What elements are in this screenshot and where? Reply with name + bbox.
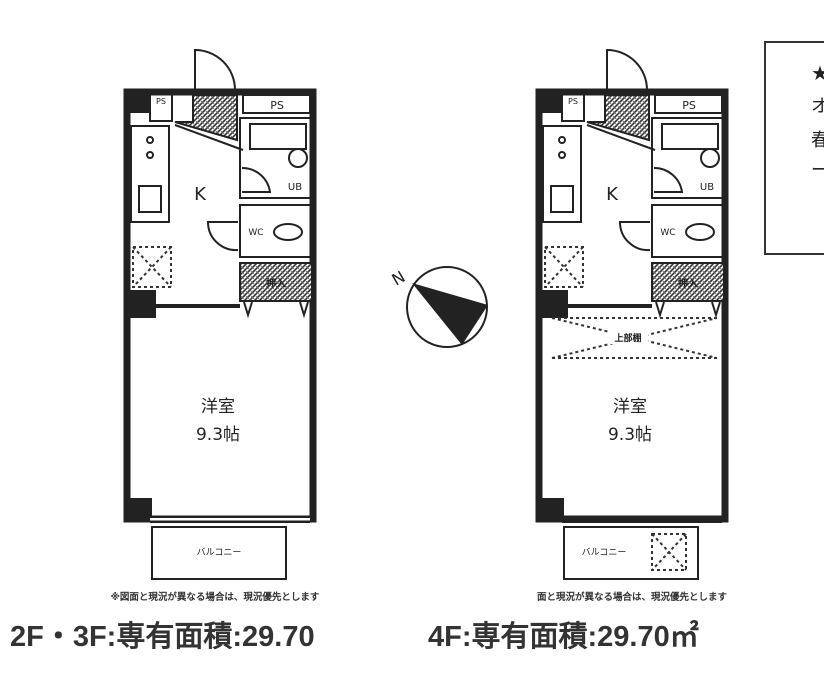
balcony-label: バルコニー bbox=[197, 547, 242, 558]
compass-needle bbox=[412, 283, 488, 345]
closet-label: 押入 bbox=[266, 277, 286, 290]
kitchen-counter bbox=[130, 125, 170, 223]
stove-burner bbox=[558, 136, 566, 144]
fridge-cross bbox=[132, 246, 172, 288]
bath-door bbox=[241, 166, 272, 193]
upper-shelf-label-bg bbox=[608, 330, 648, 344]
wc-label: WC bbox=[660, 228, 675, 238]
outer-wall bbox=[535, 88, 729, 523]
step-line bbox=[586, 124, 656, 151]
room-size-label: 9.3帖 bbox=[196, 425, 240, 445]
disclaimer-note: 面と現況が異なる場合は、現況優先とします bbox=[537, 591, 728, 603]
room-label: 洋室 bbox=[201, 397, 235, 417]
closet bbox=[239, 262, 313, 302]
pillar bbox=[536, 498, 564, 522]
ps-small-box bbox=[149, 92, 173, 122]
side-box-text: オ bbox=[811, 96, 824, 117]
genkan-floor bbox=[174, 94, 238, 142]
balcony bbox=[563, 526, 699, 580]
floor-plan-4f: PS PS UB WC 押入 K 上部棚 洋室 9.3帖 バルコニー bbox=[428, 48, 729, 653]
ps-label: PS bbox=[682, 99, 696, 112]
entry-door bbox=[194, 48, 236, 91]
entry-door bbox=[606, 48, 648, 91]
floor-plan-2f-3f: PS PS UB WC 押入 K 洋室 9.3帖 バルコニー ※図面と現況が異 bbox=[10, 48, 320, 653]
room-size-label: 9.3帖 bbox=[608, 425, 652, 445]
washbasin bbox=[700, 148, 720, 168]
area-label: 2F・3F:専有面積:29.70 bbox=[10, 620, 315, 653]
pillar bbox=[124, 498, 152, 522]
wc-door bbox=[618, 221, 651, 252]
ps-small-label: PS bbox=[156, 97, 166, 106]
ub-label: UB bbox=[700, 182, 714, 193]
closet-label: 押入 bbox=[678, 277, 698, 290]
sink bbox=[138, 185, 162, 213]
star-icon: ★ bbox=[811, 61, 824, 85]
bath-door bbox=[653, 166, 684, 193]
toilet bbox=[685, 223, 715, 241]
pillar bbox=[540, 93, 562, 113]
closet-door-marks bbox=[243, 301, 309, 319]
washbasin bbox=[288, 148, 308, 168]
sink bbox=[550, 185, 574, 213]
pillar bbox=[540, 290, 568, 318]
bathtub bbox=[661, 123, 719, 150]
unit-bath bbox=[651, 117, 725, 199]
step-line bbox=[174, 124, 244, 151]
compass-circle bbox=[406, 266, 488, 348]
room-label: 洋室 bbox=[613, 397, 647, 417]
side-info-box: ★ オ 春 ー bbox=[764, 41, 824, 255]
pillar bbox=[128, 93, 150, 113]
wc-room bbox=[239, 204, 313, 258]
side-box-text: 春 bbox=[811, 130, 824, 151]
aircon-unit-space bbox=[651, 533, 687, 571]
stove-burner bbox=[146, 136, 154, 144]
kitchen-counter bbox=[542, 125, 582, 223]
pillar bbox=[128, 290, 156, 318]
aircon-cross bbox=[651, 533, 687, 571]
stove-burner bbox=[558, 151, 566, 159]
area-label: 4F:専有面積:29.70㎡ bbox=[428, 619, 699, 653]
balcony-label: バルコニー bbox=[582, 547, 627, 558]
side-box-text: ー bbox=[811, 160, 824, 181]
fridge-space bbox=[544, 246, 584, 288]
ps-small-box bbox=[561, 92, 585, 122]
unit-bath bbox=[239, 117, 313, 199]
genkan-floor bbox=[586, 94, 650, 142]
fridge-space bbox=[132, 246, 172, 288]
ps-box bbox=[654, 94, 723, 114]
kitchen-label: K bbox=[194, 184, 207, 205]
disclaimer-note: ※図面と現況が異なる場合は、現況優先とします bbox=[111, 591, 320, 603]
fridge-cross bbox=[544, 246, 584, 288]
wc-door bbox=[206, 221, 239, 252]
wc-label: WC bbox=[248, 228, 263, 238]
wc-room bbox=[651, 204, 725, 258]
bathtub bbox=[249, 123, 307, 150]
ps-label: PS bbox=[270, 99, 284, 112]
side-box-frame bbox=[764, 41, 824, 255]
compass: N bbox=[389, 266, 488, 348]
ps-box bbox=[242, 94, 311, 114]
closet bbox=[651, 262, 725, 302]
ub-label: UB bbox=[288, 182, 302, 193]
ps-small-label: PS bbox=[568, 97, 578, 106]
upper-shelf-label: 上部棚 bbox=[614, 332, 641, 344]
kitchen-label: K bbox=[606, 184, 619, 205]
toilet bbox=[273, 223, 303, 241]
balcony bbox=[151, 526, 287, 580]
stove-burner bbox=[146, 151, 154, 159]
closet-door-marks bbox=[655, 301, 721, 319]
north-label: N bbox=[389, 267, 409, 289]
